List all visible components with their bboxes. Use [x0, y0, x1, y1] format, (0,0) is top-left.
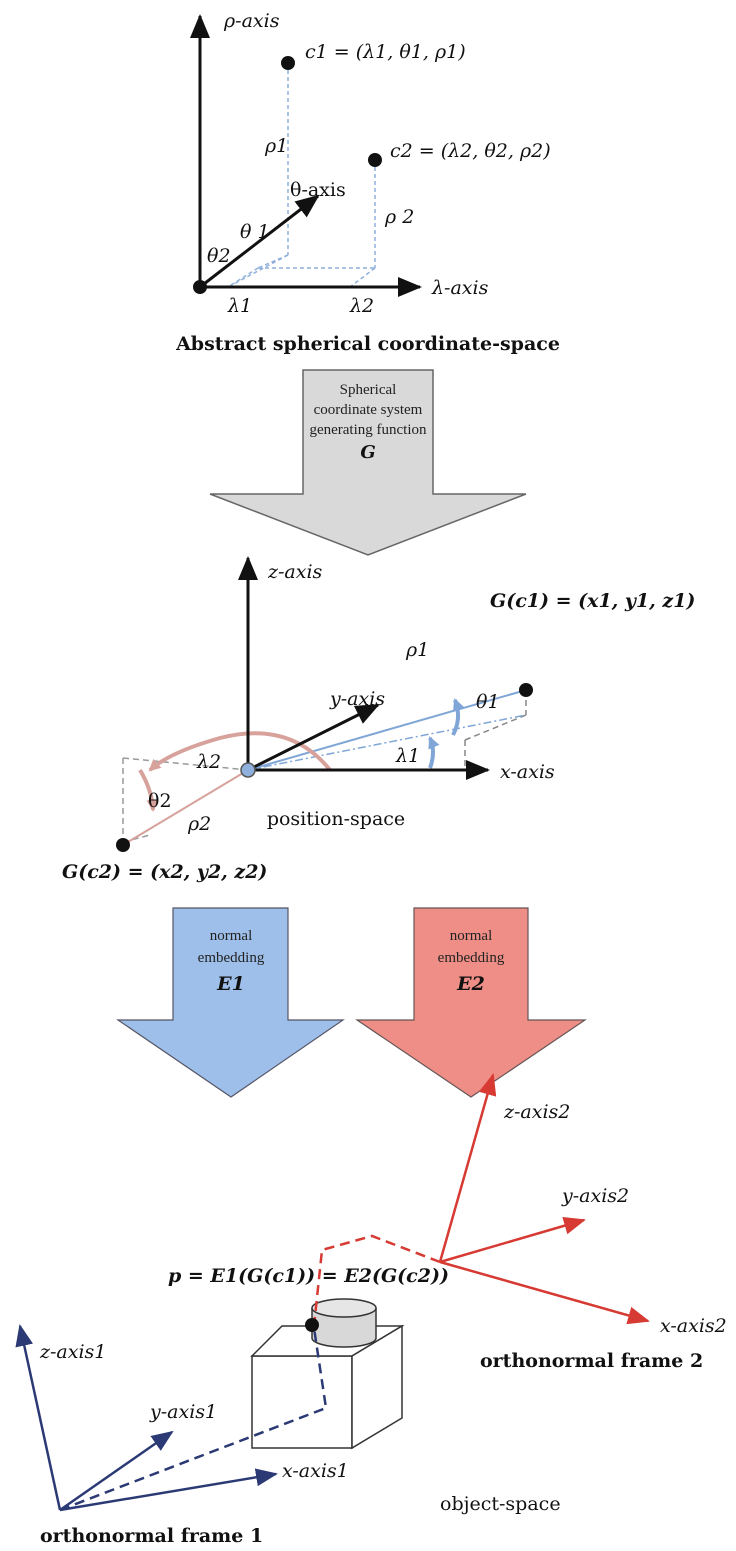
- y-axis-line: [247, 703, 380, 772]
- embedding-arrow-e2: normal embedding E2: [355, 907, 587, 1098]
- arrow-e2-symbol: E2: [456, 973, 485, 995]
- x-axis2-label: x-axis2: [660, 1315, 727, 1337]
- arrow-g-line3: generating function: [309, 422, 427, 438]
- gc1-label: G(c1) = (x1, y1, z1): [490, 590, 695, 612]
- arrow-e1-line1: normal: [210, 928, 253, 944]
- c1-label: c1 = (λ1, θ1, ρ1): [305, 41, 466, 63]
- arrow-e2-line2: embedding: [438, 950, 505, 966]
- lambda-axis-label: λ-axis: [431, 277, 489, 299]
- x-y-projection-line: [247, 714, 527, 771]
- object-space-caption: object-space: [440, 1493, 561, 1515]
- x-axis1-line: [59, 1468, 278, 1512]
- embedding-arrow-e1: normal embedding E1: [116, 907, 345, 1098]
- rho1-ray: [247, 689, 527, 771]
- gc2-label: G(c2) = (x2, y2, z2): [62, 861, 267, 883]
- c2-label: c2 = (λ2, θ2, ρ2): [390, 140, 551, 162]
- position-space: z-axis G(c1) = (x1, y1, z1) ρ1 y-axis θ1…: [62, 556, 695, 883]
- frame1-path-to-p: [59, 1327, 328, 1512]
- theta2-arc: [138, 768, 159, 812]
- x-axis1-label: x-axis1: [282, 1460, 349, 1482]
- gc2-point: [116, 838, 130, 852]
- object-space: z-axis2 y-axis2 p = E1(G(c1)) = E2(G(c2)…: [15, 1073, 727, 1547]
- c2-point: [368, 153, 382, 167]
- theta1-arc: [451, 698, 465, 736]
- origin-point: [193, 280, 207, 294]
- y-axis2-label: y-axis2: [561, 1185, 629, 1207]
- theta1-position-label: θ1: [476, 691, 500, 713]
- generating-function-arrow: Spherical coordinate system generating f…: [209, 369, 527, 556]
- object-box: [250, 1324, 405, 1450]
- p-equation: p = E1(G(c1)) = E2(G(c2)): [168, 1265, 449, 1287]
- z-axis2-label: z-axis2: [503, 1101, 570, 1123]
- lambda1-position-label: λ1: [395, 745, 420, 767]
- z-axis-label: z-axis: [267, 561, 323, 583]
- rho2-label: ρ 2: [384, 206, 414, 228]
- theta-axis-line: [199, 194, 320, 289]
- lambda1-label: λ1: [227, 295, 252, 317]
- theta-axis-label: θ-axis: [290, 179, 346, 201]
- rho2-position-label: ρ2: [187, 813, 211, 835]
- arrow-e2-line1: normal: [450, 928, 493, 944]
- arrow-e1-line2: embedding: [198, 950, 265, 966]
- x-axis2-line: [439, 1260, 650, 1325]
- rho1-label: ρ1: [264, 135, 288, 157]
- abstract-space-caption: Abstract spherical coordinate-space: [175, 333, 560, 355]
- frame2-caption: orthonormal frame 2: [480, 1350, 703, 1372]
- frame1-caption: orthonormal frame 1: [40, 1525, 263, 1547]
- object-cylinder: [311, 1298, 377, 1348]
- rho-axis-label: ρ-axis: [223, 10, 280, 32]
- x-axis-label: x-axis: [500, 761, 555, 783]
- lambda2-label: λ2: [349, 295, 374, 317]
- gray-arrow-shape: [209, 369, 527, 556]
- arrow-g-line2: coordinate system: [314, 402, 423, 418]
- lambda2-position-label: λ2: [196, 751, 221, 773]
- p-point: [305, 1318, 319, 1332]
- rho1-position-label: ρ1: [405, 639, 429, 661]
- z-axis1-label: z-axis1: [39, 1341, 106, 1363]
- gc1-point: [519, 683, 533, 697]
- arrow-g-line1: Spherical: [340, 382, 397, 398]
- arrow-g-symbol: G: [360, 442, 375, 463]
- z-axis1-line: [15, 1324, 62, 1511]
- y-axis-label: y-axis: [329, 688, 385, 710]
- y-axis1-line: [59, 1430, 174, 1512]
- theta2-position-label: θ2: [148, 790, 172, 812]
- frame2-path-to-p: [312, 1234, 441, 1327]
- arrow-e1-symbol: E1: [216, 973, 245, 995]
- y-axis2-line: [439, 1216, 586, 1264]
- red-arrow-shape: [355, 907, 587, 1098]
- z-axis2-line: [438, 1073, 497, 1263]
- blue-arrow-shape: [116, 907, 345, 1098]
- y-axis1-label: y-axis1: [149, 1401, 217, 1423]
- position-space-caption: position-space: [267, 808, 405, 830]
- lambda1-arc: [428, 736, 440, 769]
- rho2-ray: [122, 769, 249, 846]
- theta1-label: θ 1: [240, 221, 270, 243]
- position-origin: [240, 762, 256, 778]
- lambda2-arc: [148, 731, 332, 772]
- abstract-coordinate-space: ρ-axis c1 = (λ1, θ1, ρ1) c2 = (λ2, θ2, ρ…: [175, 10, 560, 355]
- c1-point: [281, 56, 295, 70]
- theta2-label: θ2: [207, 245, 231, 267]
